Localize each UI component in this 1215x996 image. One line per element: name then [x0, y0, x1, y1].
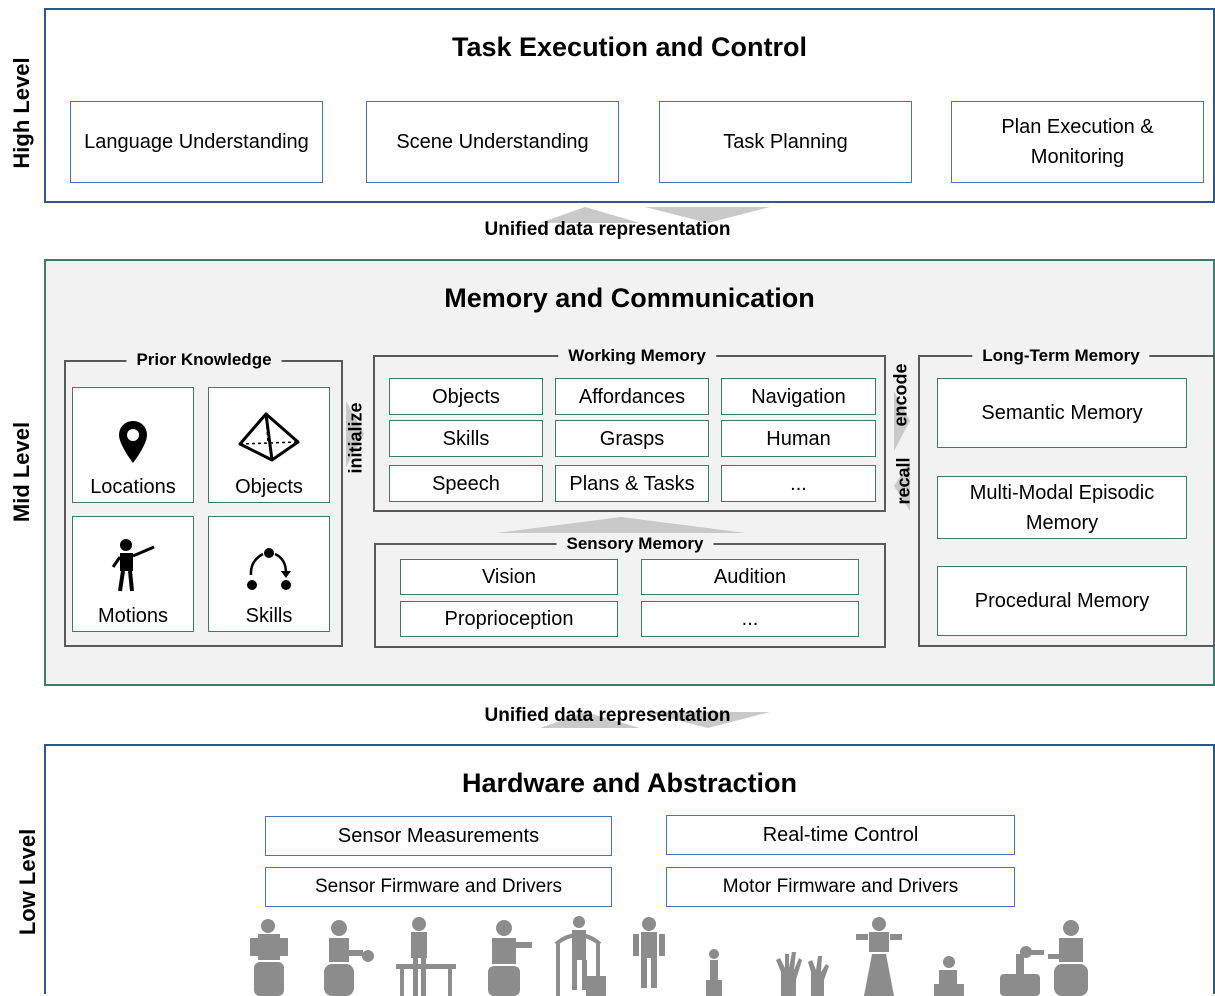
initialize-label: initialize [345, 402, 366, 474]
wm-speech: Speech [389, 465, 543, 502]
objects-card: Objects [208, 387, 330, 503]
unified-arrows-top [540, 207, 770, 223]
skills-label: Skills [245, 605, 293, 627]
motions-card: Motions [72, 516, 194, 632]
unified-arrows-bottom [540, 712, 770, 728]
robot-hands [776, 952, 829, 996]
wm-more: ... [721, 465, 876, 502]
recall-label: recall [893, 457, 914, 505]
high-level-label: High Level [9, 57, 34, 169]
low-level-title: Hardware and Abstraction [461, 768, 798, 798]
wm-skills: Skills [389, 420, 543, 457]
language-understanding-box: Language Understanding [70, 101, 323, 183]
robot-5 [554, 916, 606, 996]
robot-10 [1000, 946, 1044, 996]
motions-label: Motions [97, 605, 169, 627]
sensory-memory-label: Sensory Memory [556, 534, 714, 554]
down-arrow [645, 712, 770, 728]
unified-data-label-bottom: Unified data representation [484, 705, 731, 726]
skills-cycle-icon [247, 548, 291, 590]
pyramid-icon [238, 412, 300, 462]
sensor-measurements-box: Sensor Measurements [265, 816, 612, 856]
episodic-memory-box: Multi-Modal Episodic Memory [937, 476, 1187, 539]
encode-arrow [894, 391, 910, 451]
robot-11 [1048, 920, 1088, 996]
long-term-memory-label: Long-Term Memory [972, 346, 1150, 366]
unified-data-label-top: Unified data representation [484, 219, 731, 240]
sm-proprioception: Proprioception [400, 601, 618, 637]
robot-4 [488, 920, 532, 996]
sm-vision: Vision [400, 559, 618, 595]
low-level-label: Low Level [15, 828, 40, 936]
sensory-to-working-arrow [496, 517, 746, 533]
encode-recall-arrows [894, 391, 910, 511]
locations-label: Locations [90, 476, 176, 498]
prior-knowledge-label: Prior Knowledge [126, 350, 282, 370]
mid-level-title: Memory and Communication [444, 283, 815, 313]
up-arrow [540, 207, 640, 223]
robot-silhouettes [250, 916, 1088, 996]
robot-7 [706, 949, 722, 996]
sensor-firmware-box: Sensor Firmware and Drivers [265, 867, 612, 907]
plan-execution-box: Plan Execution & Monitoring [951, 101, 1204, 183]
robot-3 [396, 917, 456, 996]
objects-label: Objects [235, 476, 303, 498]
encode-label: encode [890, 363, 911, 427]
mid-level-label: Mid Level [9, 421, 34, 523]
wm-plans-tasks: Plans & Tasks [555, 465, 709, 502]
high-level-title: Task Execution and Control [451, 32, 808, 62]
scene-understanding-box: Scene Understanding [366, 101, 619, 183]
low-level-panel: Hardware and Abstraction Sensor Measurem… [44, 744, 1215, 996]
high-level-panel: Task Execution and Control Language Unde… [44, 8, 1215, 203]
recall-arrow [894, 461, 910, 511]
locations-card: Locations [72, 387, 194, 503]
robot-8 [856, 917, 902, 996]
location-pin-icon [119, 421, 147, 463]
skills-card: Skills [208, 516, 330, 632]
semantic-memory-box: Semantic Memory [937, 378, 1187, 448]
task-planning-box: Task Planning [659, 101, 912, 183]
robot-6 [633, 917, 665, 988]
up-arrow [540, 712, 640, 728]
working-memory-label: Working Memory [558, 346, 716, 366]
sm-more: ... [641, 601, 859, 637]
motion-figure-icon [111, 539, 155, 592]
wm-human: Human [721, 420, 876, 457]
real-time-control-box: Real-time Control [666, 815, 1015, 855]
robot-1 [250, 919, 288, 996]
robot-2 [324, 920, 374, 996]
sm-audition: Audition [641, 559, 859, 595]
initialize-arrow [346, 401, 364, 467]
mid-level-panel: Memory and Communication Prior Knowledge… [44, 259, 1215, 686]
down-arrow [645, 207, 770, 223]
wm-grasps: Grasps [555, 420, 709, 457]
wm-affordances: Affordances [555, 378, 709, 415]
motor-firmware-box: Motor Firmware and Drivers [666, 867, 1015, 907]
wm-objects: Objects [389, 378, 543, 415]
wm-navigation: Navigation [721, 378, 876, 415]
robot-9 [934, 956, 964, 996]
procedural-memory-box: Procedural Memory [937, 566, 1187, 636]
